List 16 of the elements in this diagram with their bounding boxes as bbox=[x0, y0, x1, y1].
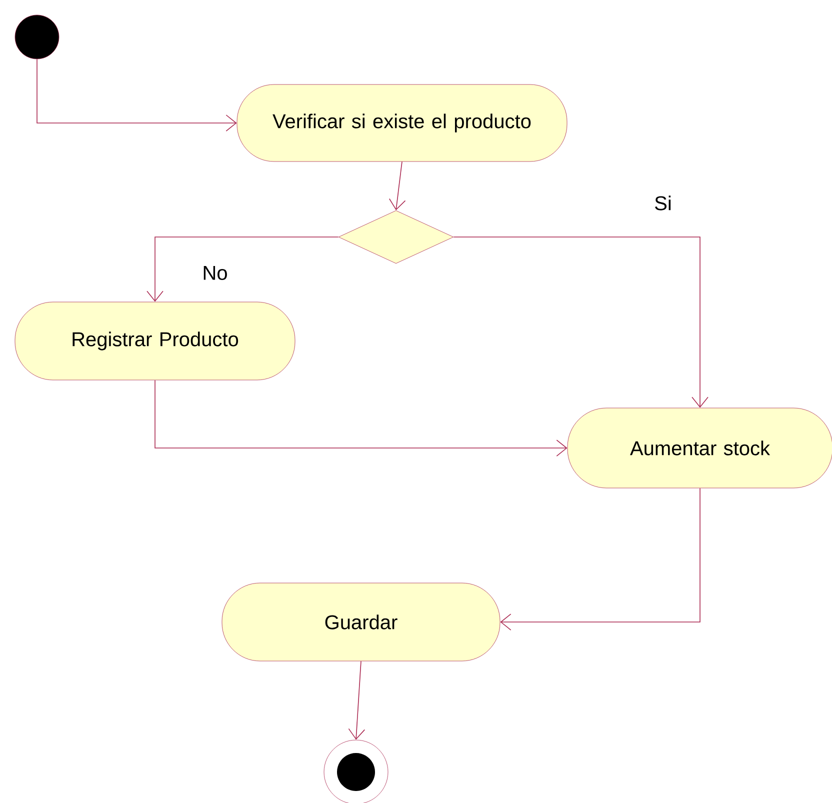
arrow bbox=[154, 380, 568, 456]
start-node bbox=[14, 14, 60, 60]
arrow bbox=[348, 660, 366, 740]
arrow bbox=[500, 488, 700, 630]
end-node bbox=[324, 740, 388, 803]
edge-label: No bbox=[201, 265, 229, 281]
activity-box: Registrar Producto bbox=[14, 302, 296, 380]
edge-label: Si bbox=[653, 194, 673, 212]
arrow bbox=[146, 236, 339, 302]
arrow bbox=[453, 236, 708, 408]
arrow bbox=[388, 161, 406, 210]
activity-box: Guardar bbox=[222, 582, 500, 662]
activity-box: Aumentar stock bbox=[567, 408, 832, 488]
activity-box: Verificar si existe el producto bbox=[236, 84, 568, 162]
decision-diamond bbox=[338, 210, 454, 264]
arrow bbox=[36, 58, 237, 132]
